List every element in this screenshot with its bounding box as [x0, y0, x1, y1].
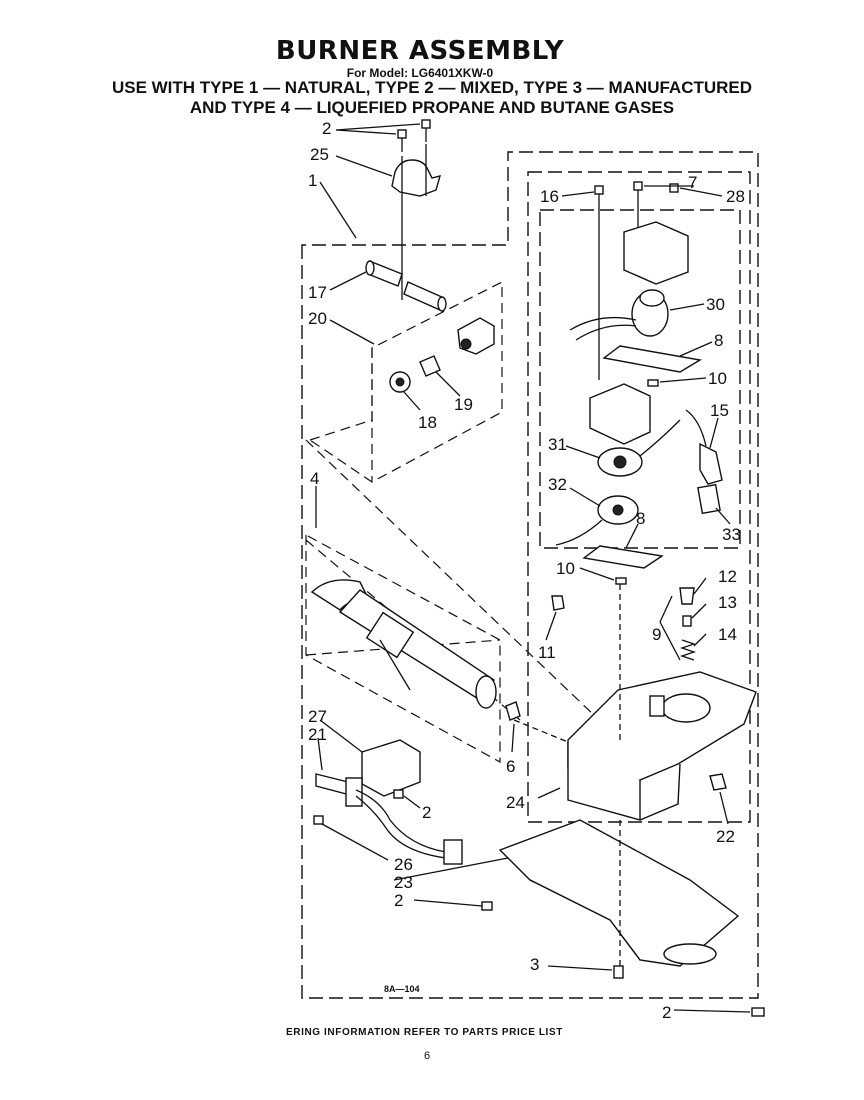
label-11: 11 — [538, 643, 556, 662]
label-10-upper: 10 — [708, 369, 727, 388]
plate-part-8-upper — [602, 345, 702, 387]
label-26: 26 — [394, 855, 413, 874]
label-19: 19 — [454, 395, 473, 414]
igniter-bracket-part-27 — [361, 739, 421, 797]
screw-part-2-top — [397, 119, 431, 152]
coil-part-31 — [597, 419, 681, 477]
part-11 — [551, 595, 565, 611]
label-20: 20 — [308, 309, 327, 328]
alignment-lines — [513, 584, 621, 966]
part-number-labels: 2 25 1 17 20 18 19 4 6 27 21 2 26 23 2 3… — [308, 119, 745, 1022]
footer-note: ERING INFORMATION REFER TO PARTS PRICE L… — [286, 1027, 563, 1038]
label-3: 3 — [530, 955, 539, 974]
label-2-bottom: 2 — [662, 1003, 671, 1022]
label-28: 28 — [726, 187, 745, 206]
label-31: 31 — [548, 435, 567, 454]
label-15: 15 — [710, 401, 729, 420]
igniter-part-21 — [315, 773, 463, 865]
label-8-lower: 8 — [636, 509, 645, 528]
screw-part-2-bottom — [751, 1007, 765, 1017]
label-7: 7 — [688, 173, 697, 192]
label-2-igniter: 2 — [422, 803, 431, 822]
label-6: 6 — [506, 757, 515, 776]
screw-part-2-igniter — [313, 789, 404, 825]
page-title: BURNER ASSEMBLY — [275, 36, 565, 66]
gas-type-line-2: AND TYPE 4 — LIQUEFIED PROPANE AND BUTAN… — [189, 98, 675, 117]
label-32: 32 — [548, 475, 567, 494]
plate-part-8-lower — [582, 545, 664, 585]
fitting-part-22 — [709, 773, 727, 791]
solenoid-coil-part-30 — [569, 289, 669, 341]
orifice-part-6 — [505, 701, 521, 721]
label-2-bracket: 2 — [394, 891, 403, 910]
connector-part-15 — [685, 409, 723, 485]
fitting-part-19 — [419, 355, 441, 377]
label-22: 22 — [716, 827, 735, 846]
orifice-tubes-part-17 — [365, 260, 447, 312]
label-2-top: 2 — [322, 119, 331, 138]
model-number: For Model: LG6401XKW-0 — [346, 66, 494, 80]
burner-bracket-part-23 — [498, 819, 740, 967]
label-21: 21 — [308, 725, 327, 744]
gas-valve-body — [567, 671, 757, 821]
valve-bracket — [623, 221, 689, 285]
coil-bracket-middle — [589, 383, 651, 445]
page-number: 6 — [424, 1050, 431, 1062]
label-8-upper: 8 — [714, 331, 723, 350]
label-17: 17 — [308, 283, 327, 302]
label-12: 12 — [718, 567, 737, 586]
burner-tube-part-4 — [310, 579, 497, 709]
gas-type-line-1: USE WITH TYPE 1 — NATURAL, TYPE 2 — MIXE… — [111, 78, 753, 97]
label-4: 4 — [310, 469, 319, 488]
label-9: 9 — [652, 625, 661, 644]
nut-part-18 — [389, 371, 411, 393]
label-16: 16 — [540, 187, 559, 206]
label-24: 24 — [506, 793, 525, 812]
label-25: 25 — [310, 145, 329, 164]
label-10-lower: 10 — [556, 559, 575, 578]
connector-part-33 — [697, 483, 721, 515]
label-1: 1 — [308, 171, 317, 190]
regulator-part-20 — [457, 317, 495, 355]
label-23: 23 — [394, 873, 413, 892]
label-30: 30 — [706, 295, 725, 314]
label-14: 14 — [718, 625, 737, 644]
cap-part-12 — [679, 587, 695, 605]
screw-part-2-bracket — [481, 901, 493, 911]
label-18: 18 — [418, 413, 437, 432]
screw-part-3 — [613, 965, 624, 979]
label-27: 27 — [308, 707, 327, 726]
screw-part-13 — [682, 615, 692, 627]
drawing-code: 8A—104 — [384, 984, 420, 994]
leader-lines — [315, 123, 751, 1013]
coil-part-32 — [555, 495, 639, 546]
label-33: 33 — [722, 525, 741, 544]
label-13: 13 — [718, 593, 737, 612]
spring-part-14 — [679, 639, 697, 661]
